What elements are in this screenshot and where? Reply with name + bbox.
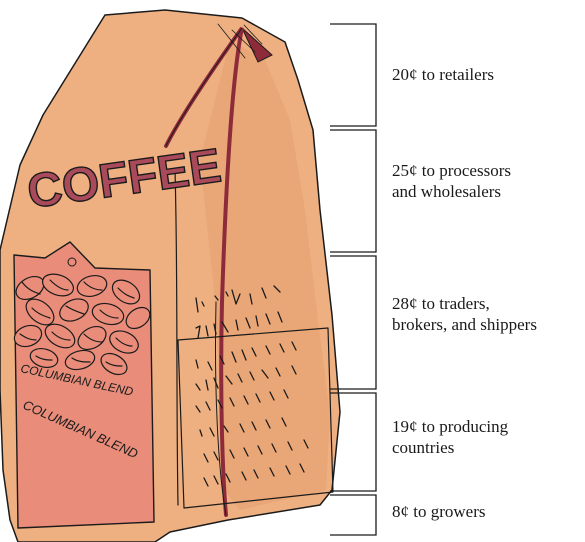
label-bean-dot — [68, 258, 76, 266]
share-producing-line-1: 19¢ to producing — [392, 416, 508, 437]
share-traders-line-2: brokers, and shippers — [392, 314, 537, 335]
share-processors-line-1: 25¢ to processors — [392, 160, 511, 181]
cost-brackets — [330, 24, 376, 535]
share-processors-wholesalers: 25¢ to processors and wholesalers — [392, 160, 511, 202]
bracket-processors — [330, 130, 376, 252]
share-retailers: 20¢ to retailers — [392, 64, 494, 85]
share-traders-line-1: 28¢ to traders, — [392, 293, 537, 314]
bracket-retailers — [330, 24, 376, 126]
share-growers: 8¢ to growers — [392, 501, 485, 522]
share-processors-line-2: and wholesalers — [392, 181, 511, 202]
share-producing-countries: 19¢ to producing countries — [392, 416, 508, 458]
share-traders-brokers-shippers: 28¢ to traders, brokers, and shippers — [392, 293, 537, 335]
share-retailers-line-1: 20¢ to retailers — [392, 64, 494, 85]
bracket-growers — [330, 495, 376, 535]
front-label: COLUMBIAN BLEND COLUMBIAN BLEND — [11, 242, 154, 528]
share-producing-line-2: countries — [392, 437, 508, 458]
share-growers-line-1: 8¢ to growers — [392, 501, 485, 522]
